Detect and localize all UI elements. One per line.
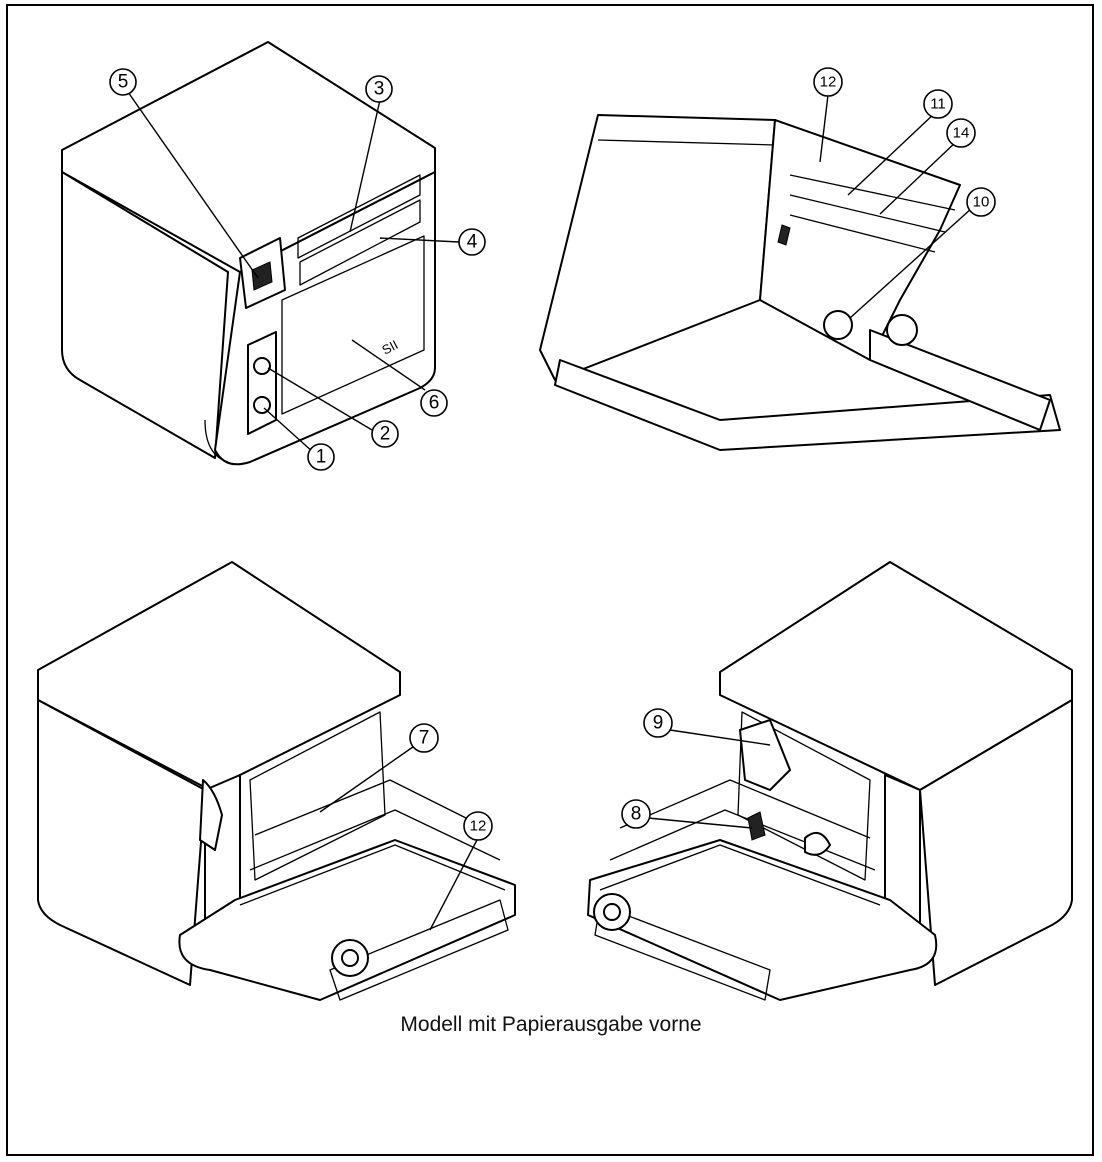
svg-text:3: 3 <box>374 79 385 100</box>
svg-text:7: 7 <box>419 728 430 749</box>
callout-12-top: 12 <box>813 67 843 97</box>
figure-caption: Modell mit Papierausgabe vorne <box>400 1013 702 1036</box>
svg-text:10: 10 <box>973 194 990 211</box>
svg-text:1: 1 <box>316 447 327 468</box>
svg-text:9: 9 <box>653 713 664 734</box>
svg-text:11: 11 <box>930 96 946 113</box>
callout-14: 14 <box>946 118 976 148</box>
svg-text:14: 14 <box>953 125 970 142</box>
brand-logo: SII <box>379 337 400 358</box>
svg-text:8: 8 <box>631 804 642 825</box>
printer-front-open-view-left <box>37 561 516 1001</box>
callout-4: 4 <box>458 228 486 256</box>
callout-7: 7 <box>409 723 439 753</box>
svg-text:4: 4 <box>467 232 478 253</box>
callout-8: 8 <box>621 799 651 829</box>
svg-text:6: 6 <box>429 393 440 414</box>
callout-3: 3 <box>365 75 393 103</box>
callout-11: 11 <box>923 89 953 119</box>
svg-text:2: 2 <box>380 424 391 445</box>
printer-closed-view: SII <box>61 41 460 466</box>
svg-text:5: 5 <box>118 72 129 93</box>
callout-9: 9 <box>643 708 673 738</box>
callout-2: 2 <box>371 420 399 448</box>
callout-1: 1 <box>307 443 335 471</box>
svg-text:12: 12 <box>470 818 487 835</box>
svg-text:12: 12 <box>820 74 837 91</box>
callout-5: 5 <box>109 68 137 96</box>
callout-10: 10 <box>966 187 996 217</box>
callout-12-bottom: 12 <box>463 811 493 841</box>
feed-button <box>253 357 271 375</box>
printer-front-open-view-right <box>587 561 1073 1001</box>
callout-6: 6 <box>420 389 448 417</box>
printer-rear-open-view <box>539 94 1061 451</box>
